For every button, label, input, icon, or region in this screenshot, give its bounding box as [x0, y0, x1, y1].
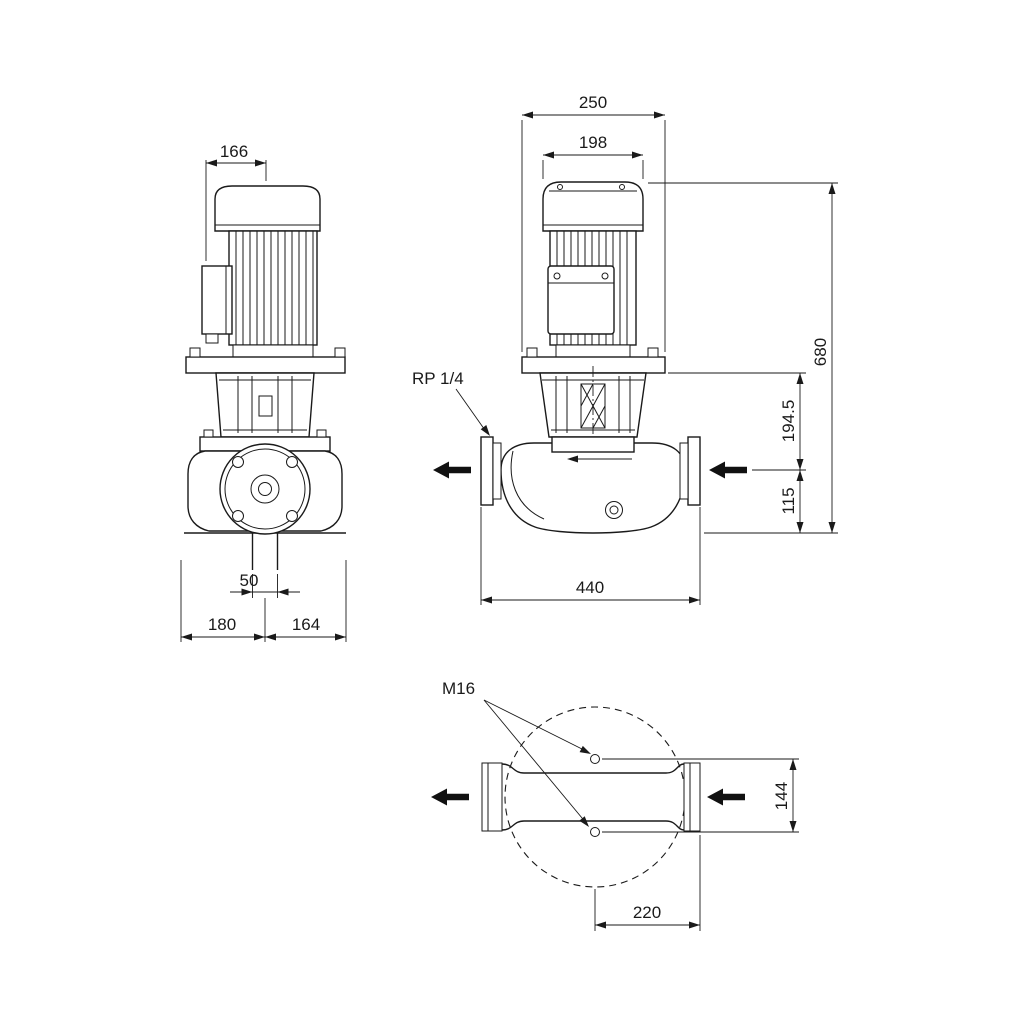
dimension-port-width: 50 [230, 571, 300, 598]
plan-pipe-top-edge [501, 763, 685, 774]
side-hub [250, 474, 280, 504]
terminal-box-screw [601, 272, 609, 280]
dim-166-label: 166 [220, 142, 248, 161]
dimension-motor-width: 166 [205, 142, 267, 261]
dim-220-label: 220 [633, 903, 661, 922]
bolt-size-label: M16 [442, 679, 475, 698]
front-pump-outline: RP 1/4 [412, 181, 747, 534]
dim-180-label: 180 [208, 615, 236, 634]
dimension-port-to-port: 440 [480, 507, 701, 605]
side-cable-entry [205, 333, 219, 344]
motor-outline-dashed [504, 706, 686, 888]
m16-bolt-hole-bottom [590, 827, 600, 837]
side-motor-cap [214, 185, 321, 232]
dimension-base: 180 164 [180, 560, 347, 642]
dimension-center-to-flange: 220 [594, 835, 701, 931]
dim-250-label: 250 [579, 93, 607, 112]
dim-144-label: 144 [772, 782, 791, 810]
side-view: 166 50 180 164 [180, 142, 347, 642]
plan-flow-arrow-right [707, 788, 745, 806]
plan-left-flange [481, 762, 503, 832]
plan-pipe-bottom-edge [501, 820, 685, 831]
plan-dimensions: 144 220 [594, 758, 799, 931]
side-fin-lines [235, 231, 314, 345]
drain-plug [605, 501, 623, 519]
plan-flow-arrow-left [431, 788, 469, 806]
dimension-center-to-base: 115 [779, 470, 804, 533]
gauge-port-callout: RP 1/4 [412, 369, 490, 436]
suction-flange [687, 436, 701, 506]
front-view: RP 1/4 250 198 [412, 93, 838, 605]
front-flange-bolt-left [526, 347, 538, 358]
side-pump-outline [184, 185, 346, 570]
side-plug [258, 395, 273, 417]
dim-440-label: 440 [576, 578, 604, 597]
internal-flow-arrow [567, 455, 632, 463]
side-bolt-hole [286, 456, 298, 468]
dim-194-5-label: 194.5 [779, 400, 798, 443]
dimension-flange-width: 250 [521, 93, 666, 352]
lifting-eye [619, 184, 625, 190]
front-dimensions: 250 198 680 [480, 93, 838, 605]
m16-bolt-hole-top [590, 754, 600, 764]
dimension-motor-width-front: 198 [542, 133, 644, 179]
lifting-eye [557, 184, 563, 190]
dimension-flange-to-center: 194.5 [668, 372, 806, 471]
front-seal-housing [551, 436, 635, 453]
terminal-box-screw [553, 272, 561, 280]
dim-164-label: 164 [292, 615, 320, 634]
plan-view: M16 144 220 [431, 679, 799, 931]
front-volute-housing [500, 442, 686, 534]
plan-right-flange [683, 762, 701, 832]
plan-outline: M16 [431, 679, 745, 888]
gauge-port-label: RP 1/4 [412, 369, 464, 388]
side-terminal-box [201, 265, 233, 335]
discharge-flange [480, 436, 494, 506]
bolt-callout: M16 [442, 679, 591, 827]
front-mounting-flange [521, 356, 666, 374]
side-flange-bolt-right [334, 347, 346, 358]
dim-50-label: 50 [240, 571, 259, 590]
dim-198-label: 198 [579, 133, 607, 152]
dimension-bolt-spacing: 144 [602, 758, 799, 833]
side-dimensions: 166 50 180 164 [180, 142, 347, 642]
side-bolt-hole [232, 456, 244, 468]
side-bolt-hole [232, 510, 244, 522]
flow-arrow-left [433, 461, 471, 479]
front-motor-cap [542, 181, 644, 232]
front-flange-bolt-right [647, 347, 659, 358]
side-bolt-hole [286, 510, 298, 522]
side-flange-bolt-left [189, 347, 201, 358]
side-motor-fins [228, 230, 318, 346]
dim-115-label: 115 [779, 487, 798, 514]
side-mounting-flange [185, 356, 346, 374]
dim-680-label: 680 [811, 338, 830, 366]
flow-arrow-right [709, 461, 747, 479]
dimension-overall-height: 680 [648, 182, 838, 534]
